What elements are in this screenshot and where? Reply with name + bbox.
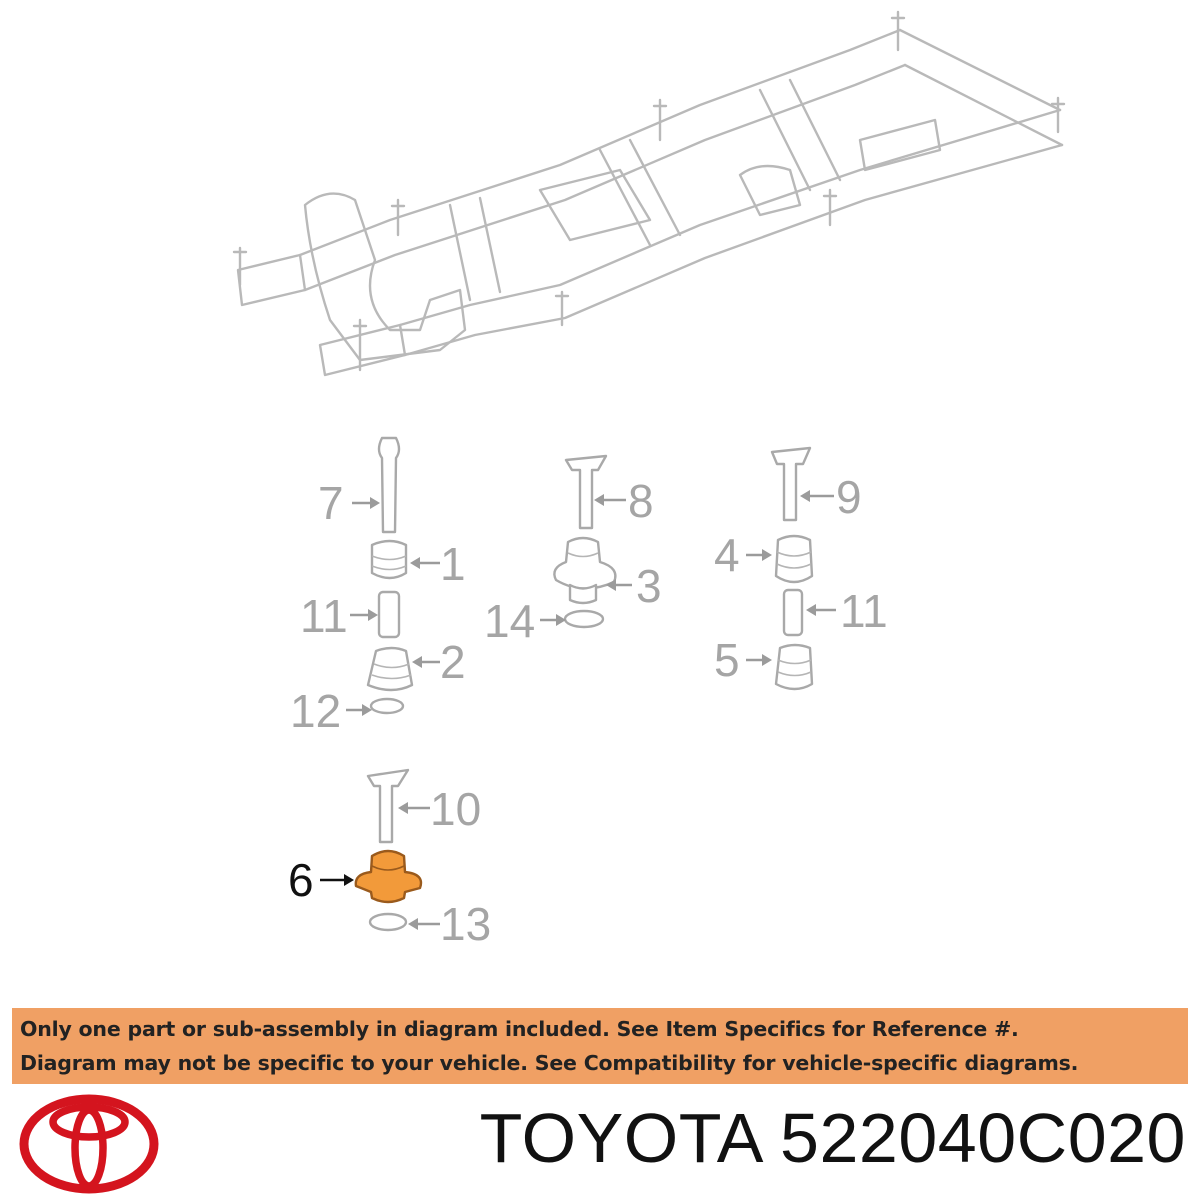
callout-9: 9 (836, 471, 862, 523)
callout-10: 10 (430, 783, 481, 835)
callout-6-highlighted: 6 (288, 854, 314, 906)
part-11-spacer (377, 590, 401, 639)
mount-group-d (354, 768, 423, 932)
callout-1: 1 (440, 538, 466, 590)
part-14-washer (563, 609, 605, 629)
part-12-washer (368, 912, 408, 932)
part-7-bolt (377, 436, 401, 534)
part-9-bolt (770, 446, 812, 522)
part-11-spacer-b (782, 588, 804, 637)
part-5-cushion (774, 643, 814, 691)
callout-14: 14 (484, 595, 535, 647)
part-8-bolt (564, 454, 608, 530)
callout-3: 3 (636, 560, 662, 612)
part-10-bolt (366, 768, 410, 844)
disclaimer-line-2: Diagram may not be specific to your vehi… (20, 1051, 1079, 1075)
callout-2: 2 (440, 636, 466, 688)
callout-4: 4 (714, 529, 740, 581)
callout-12: 13 (440, 898, 491, 950)
callout-7: 7 (318, 477, 344, 529)
part-number-caption: TOYOTA 522040C020 (479, 1099, 1186, 1177)
mount-group-a (366, 436, 414, 715)
mount-group-c (770, 446, 814, 691)
callout-arrows (320, 490, 836, 930)
callout-11-b: 11 (840, 585, 888, 637)
callout-13: 12 (290, 685, 341, 737)
part-2-cushion (366, 646, 414, 692)
disclaimer-banner: Only one part or sub-assembly in diagram… (12, 1008, 1188, 1084)
callout-5: 5 (714, 634, 740, 686)
disclaimer-line-1: Only one part or sub-assembly in diagram… (20, 1017, 1019, 1041)
toyota-logo-icon (19, 1094, 159, 1194)
vehicle-frame-illustration (232, 10, 1066, 377)
mount-group-b (553, 454, 617, 629)
parts-diagram: 7 1 11 2 12 8 3 14 9 4 11 5 10 6 13 (232, 10, 1066, 950)
part-3-body-mount (553, 536, 617, 590)
part-4-cushion (774, 534, 814, 584)
callout-11: 11 (300, 590, 348, 642)
callout-8: 8 (628, 475, 654, 527)
part-6-body-mount-highlighted (354, 849, 423, 904)
part-13-washer (369, 697, 405, 715)
callout-labels: 7 1 11 2 12 8 3 14 9 4 11 5 10 6 13 (288, 471, 888, 950)
